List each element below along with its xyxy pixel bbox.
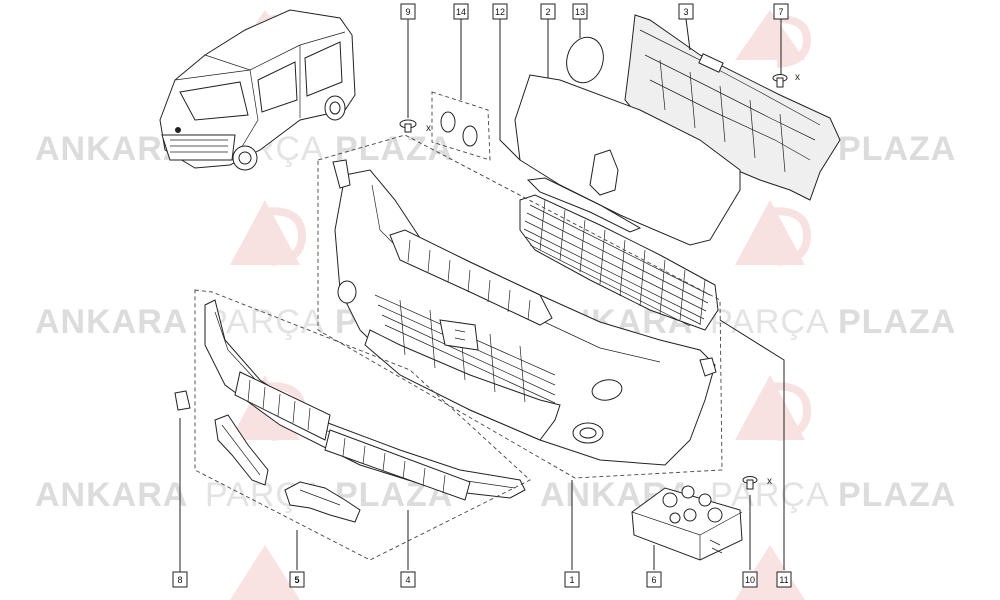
watermark-word: PLAZA — [838, 303, 956, 341]
part-10-screw — [742, 476, 758, 490]
assembly-outline-clips — [431, 91, 491, 161]
callout-number: 1 — [569, 575, 574, 585]
callout-c8: 8 — [172, 571, 188, 588]
callout-number: 10 — [745, 575, 755, 585]
callout-c4: 4 — [400, 571, 416, 588]
watermark-logo — [735, 200, 812, 266]
quantity-mark: x — [426, 123, 431, 134]
callout-box — [646, 571, 662, 588]
watermark-logo — [735, 10, 812, 68]
callout-number: 8 — [177, 575, 182, 585]
callout-c12: 12 — [492, 3, 508, 20]
leader-lines — [179, 18, 785, 572]
callout-box — [678, 3, 694, 20]
callout-c11: 11 — [776, 571, 792, 588]
callout-c6: 6 — [646, 571, 662, 588]
assembly-outline-bumper — [317, 134, 723, 479]
callout-number: 7 — [778, 7, 783, 17]
callout-c10: 10 — [742, 571, 758, 588]
callout-number: 12 — [495, 7, 505, 17]
part-7-screw — [772, 74, 788, 88]
callout-box — [492, 3, 508, 20]
part-6-fixings-box — [631, 485, 743, 561]
watermark-word: ANKARA — [35, 303, 188, 341]
callout-number: 5 — [294, 575, 299, 585]
watermark-logo — [230, 545, 805, 600]
part-1-bumper-shell — [334, 169, 716, 466]
callout-number: 4 — [405, 575, 410, 585]
callout-c2: 2 — [540, 3, 556, 20]
part-9-screw — [399, 119, 417, 133]
callout-number: 13 — [575, 7, 585, 17]
callout-box — [564, 571, 580, 588]
callout-c7: 7 — [773, 3, 789, 20]
quantity-mark: x — [767, 476, 772, 487]
callout-c14: 14 — [453, 3, 469, 20]
part-bracket-left — [214, 414, 269, 486]
callout-box — [289, 571, 305, 588]
callout-box — [742, 571, 758, 588]
watermark-word: PLAZA — [335, 130, 453, 168]
callout-box — [776, 571, 792, 588]
watermark-word: PARÇA — [710, 303, 830, 341]
callout-box — [400, 571, 416, 588]
part-3-upper-crossmember — [624, 14, 841, 201]
callout-number: 14 — [456, 7, 466, 17]
callout-box — [172, 571, 188, 588]
watermark-logo — [735, 375, 812, 441]
assembly-outline-spoiler — [194, 289, 531, 561]
callout-box — [540, 3, 556, 20]
callout-c13: 13 — [572, 3, 588, 20]
callout-box — [453, 3, 469, 20]
callout-number: 2 — [545, 7, 550, 17]
part-5-bracket — [284, 481, 361, 523]
quantity-mark: x — [795, 72, 800, 83]
part-4-lower-spoiler — [204, 299, 526, 501]
part-1-side-bracket — [332, 159, 717, 377]
part-12-honeycomb-grille — [519, 177, 719, 331]
van-illustration — [159, 9, 356, 171]
callout-box — [773, 3, 789, 20]
callout-c9: 9 — [400, 3, 416, 20]
callout-c1: 1 — [564, 571, 580, 588]
watermark-word: PARÇA — [205, 303, 325, 341]
watermark-word: ANKARA — [35, 476, 188, 514]
part-8-clip — [174, 390, 191, 411]
part-13-badge — [566, 36, 604, 84]
callout-number: 6 — [651, 575, 656, 585]
callout-number: 9 — [405, 7, 410, 17]
callout-c3: 3 — [678, 3, 694, 20]
watermark-word: PLAZA — [838, 130, 956, 168]
callout-number: 3 — [683, 7, 688, 17]
part-14-clips — [440, 111, 478, 147]
watermark-word: PLAZA — [838, 476, 956, 514]
callout-box — [400, 3, 416, 20]
callout-c5: 5 — [289, 571, 305, 588]
callout-number: 11 — [779, 575, 788, 585]
watermark-logo — [230, 200, 307, 266]
callout-box — [572, 3, 588, 20]
